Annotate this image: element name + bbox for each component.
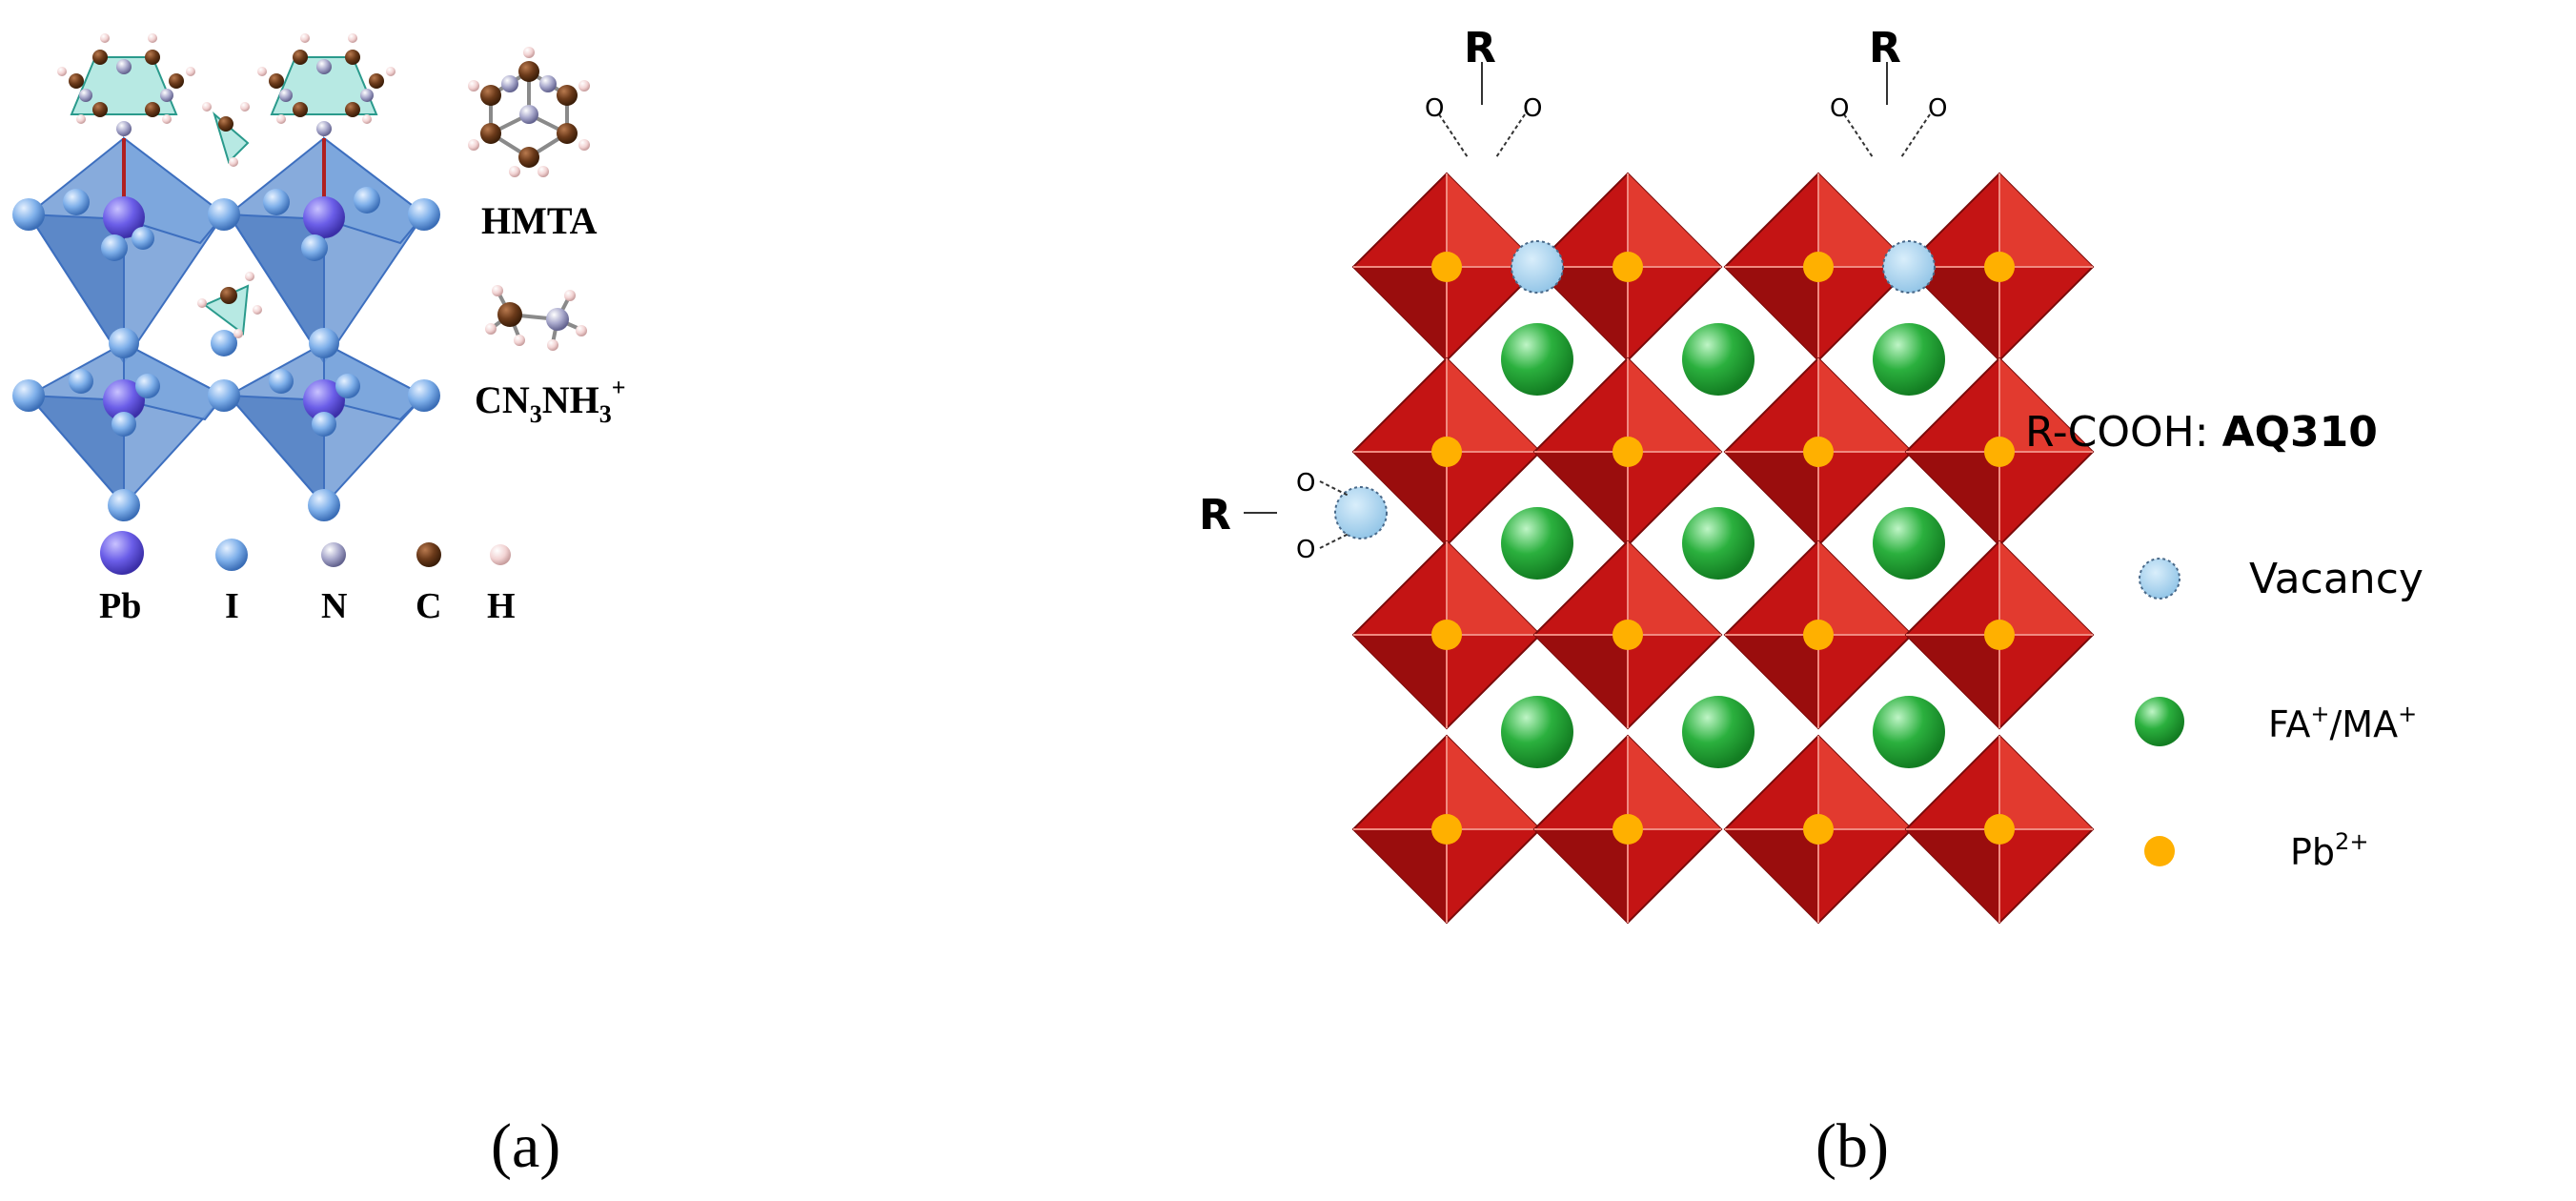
hmta-cage-right [257,33,396,136]
pb-dot [1613,437,1643,467]
octahedron [1351,734,1542,925]
cation-top [202,102,250,167]
pb-dot [1431,620,1462,650]
pb-dot [1984,814,2015,845]
pb-dot [1984,437,2015,467]
vacancy-legend-swatch [2139,558,2180,600]
fa-ma-legend-label: FA+/MA+ [2268,701,2417,745]
a-site-cation [1873,507,1945,580]
o-label-left-a: O [1296,469,1315,498]
pb-atoms [103,196,345,421]
pb-dot [1613,814,1643,845]
octahedron [1904,734,2095,925]
carboxylate-top-2 [1843,62,1931,158]
pb-legend-label-b: Pb2+ [2290,828,2368,873]
octahedron [1351,539,1542,730]
fa-ma-legend-swatch [2135,697,2184,746]
pb-dot [1984,252,2015,282]
vacancy [1511,240,1564,294]
n-legend-label: N [321,586,347,626]
caption-b: (b) [1815,1111,1889,1181]
a-site-cation [1501,507,1573,580]
pb-legend-swatch-b [2144,836,2175,866]
a-site-cation [1873,696,1945,768]
panel-a-structure: HMTA CN3NH3+ Pb I N [12,33,626,626]
o-label-left-b: O [1296,536,1315,564]
panel-b-structure [1334,172,2095,925]
octahedron [1904,356,2095,547]
hmta-cage-left [57,33,195,136]
pb-dot [1803,814,1834,845]
pb-dot [1803,437,1834,467]
pb-dot [1431,814,1462,845]
pb-dot [1984,620,2015,650]
r-cooh-label: R-COOH: AQ310 [2025,408,2378,457]
c-legend-label: C [416,586,441,626]
a-site-cation [1682,323,1755,396]
i-legend-label: I [225,586,239,626]
h-legend-label: H [487,586,516,626]
n-legend-swatch [321,542,346,567]
octahedron [1904,539,2095,730]
o-label-top-1b: O [1523,94,1542,123]
pb-dot [1613,620,1643,650]
pb-dot [1431,252,1462,282]
vacancy-legend-label: Vacancy [2249,555,2424,603]
r-label-left: R [1199,491,1231,539]
o-label-top-2a: O [1830,94,1849,123]
cation-middle [197,272,262,338]
vacancy [1882,240,1936,294]
octahedron [1351,172,1542,362]
hmta-label: HMTA [481,199,598,242]
cn3nh3-label: CN3NH3+ [475,374,626,428]
octahedron [1723,356,1914,547]
octahedron [1532,172,1723,362]
octahedron [1351,356,1542,547]
atom-legend: Pb I N C H [99,531,516,626]
pb-dot [1803,620,1834,650]
carboxylate-top-1 [1438,62,1526,158]
octahedron [1904,172,2095,362]
vacancy [1334,486,1388,539]
methylammonium-molecule [485,285,587,351]
octahedron [1723,539,1914,730]
pb-legend-swatch [100,531,144,575]
i-atoms [12,187,440,521]
c-legend-swatch [416,542,441,567]
pb-dot [1803,252,1834,282]
a-site-cation [1501,323,1573,396]
octahedron [1532,356,1723,547]
r-label-top-1: R [1464,24,1496,72]
octahedron [1532,539,1723,730]
a-site-cation [1501,696,1573,768]
o-label-top-2b: O [1928,94,1947,123]
hmta-molecule [468,47,590,177]
octahedron [1532,734,1723,925]
i-legend-swatch [215,539,248,571]
caption-a: (a) [491,1111,561,1181]
a-site-cation [1873,323,1945,396]
r-label-top-2: R [1869,24,1901,72]
a-site-cation [1682,507,1755,580]
a-site-cation [1682,696,1755,768]
carboxylate-left [1244,480,1349,549]
h-legend-swatch [490,544,511,565]
pb-legend-label: Pb [99,586,141,626]
octahedron [1723,734,1914,925]
pb-dot [1613,252,1643,282]
o-label-top-1a: O [1425,94,1444,123]
pb-dot [1431,437,1462,467]
